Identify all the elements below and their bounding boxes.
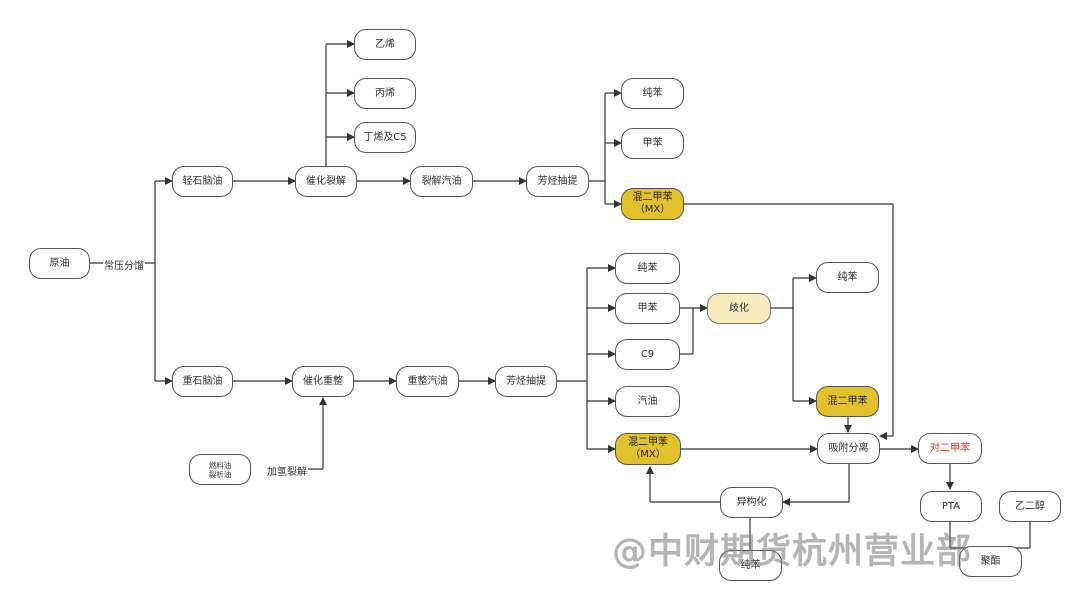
c9-node: C9	[615, 339, 680, 370]
butylene-c5-node: 丁烯及C5	[354, 122, 416, 153]
mx-right-label: 混二甲苯	[827, 395, 868, 407]
mx-top-node: 混二甲苯（MX）	[621, 188, 684, 220]
hydrocracking-label: 加氢裂解	[266, 463, 308, 478]
toluene-mid-label: 甲苯	[637, 302, 658, 314]
propylene-node: 丙烯	[354, 78, 416, 109]
benzene-right-label: 纯苯	[837, 271, 858, 283]
crude-oil-node: 原油	[29, 248, 90, 279]
benzene-top-node: 纯苯	[621, 78, 684, 109]
benzene-bottom-label: 纯苯	[740, 559, 761, 571]
toluene-top-label: 甲苯	[642, 137, 663, 149]
isomerization-node: 异构化	[720, 487, 783, 518]
disproportionation-label: 歧化	[729, 302, 749, 314]
polyester-node: 聚酯	[959, 546, 1022, 577]
aromatic-extraction-top-label: 芳烃抽提	[537, 175, 578, 187]
ethylene-label: 乙烯	[375, 38, 395, 50]
reformate-label: 重整汽油	[407, 375, 448, 387]
light-naphtha-node: 轻石脑油	[172, 166, 233, 197]
benzene-right-node: 纯苯	[816, 262, 879, 293]
mx-bottom-node: 混二甲苯（MX）	[615, 433, 681, 465]
ethylene-node: 乙烯	[354, 29, 416, 60]
c9-label: C9	[640, 348, 655, 360]
pta-label: PTA	[941, 500, 961, 512]
atmospheric-distillation-label: 常压分馏	[103, 257, 145, 272]
heavy-naphtha-node: 重石脑油	[172, 366, 233, 397]
mx-bottom-label-1: 混二甲苯	[628, 437, 668, 448]
aromatic-extraction-bottom-label: 芳烃抽提	[506, 375, 546, 387]
mx-bottom-label-2: （MX）	[630, 449, 666, 460]
ethylene-glycol-label: 乙二醇	[1015, 500, 1045, 512]
light-naphtha-label: 轻石脑油	[182, 175, 223, 187]
butylene-c5-label: 丁烯及C5	[363, 131, 407, 143]
mx-right-node: 混二甲苯	[816, 386, 879, 417]
benzene-mid-label: 纯苯	[637, 262, 658, 274]
adsorption-separation-label: 吸附分离	[828, 442, 869, 454]
reformate-node: 重整汽油	[396, 366, 459, 397]
aromatic-extraction-top-node: 芳烃抽提	[526, 166, 589, 197]
heavy-naphtha-label: 重石脑油	[182, 375, 223, 387]
catalytic-reforming-label: 催化重整	[303, 375, 343, 387]
watermark: @中财期货杭州营业部	[612, 532, 973, 572]
mx-top-label-2: （MX）	[634, 204, 671, 215]
polyester-label: 聚酯	[980, 555, 1001, 567]
fcc-node: 催化裂解	[295, 166, 357, 197]
benzene-bottom-node: 纯苯	[719, 550, 782, 581]
fcc-label: 催化裂解	[306, 175, 346, 187]
fuel-oil-label-2: 裂析油	[208, 469, 232, 479]
crude-oil-label: 原油	[49, 257, 70, 269]
toluene-top-node: 甲苯	[621, 128, 684, 159]
disproportionation-node: 歧化	[707, 293, 771, 324]
cracked-gasoline-label: 裂解汽油	[421, 175, 462, 187]
propylene-label: 丙烯	[375, 87, 395, 99]
cracked-gasoline-node: 裂解汽油	[410, 166, 473, 197]
ethylene-glycol-node: 乙二醇	[999, 491, 1061, 522]
adsorption-separation-node: 吸附分离	[817, 433, 880, 464]
paraxylene-label: 对二甲苯	[930, 442, 970, 454]
aromatic-extraction-bottom-node: 芳烃抽提	[495, 366, 557, 397]
gasoline-node: 汽油	[615, 386, 680, 417]
fuel-oil-node: 燃料油裂析油	[189, 454, 251, 485]
benzene-mid-node: 纯苯	[615, 253, 680, 284]
benzene-top-label: 纯苯	[642, 87, 663, 99]
fuel-oil-label-1: 燃料油	[208, 460, 232, 470]
isomerization-label: 异构化	[736, 496, 767, 508]
pta-node: PTA	[920, 491, 982, 522]
mx-top-label-1: 混二甲苯	[632, 192, 673, 203]
gasoline-label: 汽油	[637, 395, 658, 407]
toluene-mid-node: 甲苯	[615, 293, 680, 324]
catalytic-reforming-node: 催化重整	[292, 366, 354, 397]
paraxylene-node: 对二甲苯	[918, 433, 982, 464]
